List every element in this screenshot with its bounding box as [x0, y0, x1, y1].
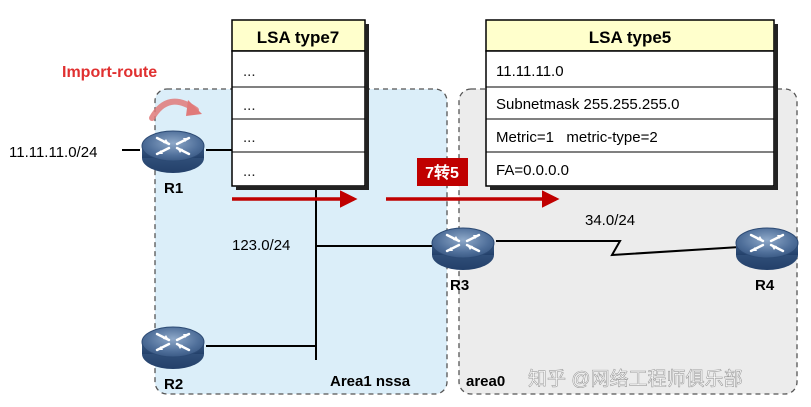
area1-label: Area1 nssa: [330, 373, 411, 390]
area0-label: area0: [466, 373, 505, 390]
lsa-type7-table: LSA type7 ... ... ... ...: [231, 19, 369, 190]
router-r1[interactable]: [140, 129, 206, 175]
router-r1-label: R1: [164, 180, 183, 197]
import-route-label: Import-route: [62, 64, 157, 81]
lsa-type5-table: LSA type5 11.11.11.0 Subnetmask 255.255.…: [485, 19, 778, 190]
lsa-type7-row: ...: [243, 129, 256, 146]
network-links: [122, 149, 741, 360]
lsa-type5-row: 11.11.11.0: [496, 63, 564, 80]
area1-segment-label: 123.0/24: [232, 237, 290, 254]
lsa-type5-row: Subnetmask 255.255.255.0: [496, 96, 679, 113]
external-network-label: 11.11.11.0/24: [9, 144, 97, 161]
translate-badge-label: 7转5: [425, 163, 459, 182]
lsa-type7-row: ...: [243, 63, 256, 80]
lsa-type7-row: ...: [243, 97, 256, 114]
translate-badge: [417, 158, 468, 186]
router-r2-label: R2: [164, 376, 183, 393]
watermark: 知乎 @网络工程师俱乐部: [528, 368, 743, 390]
router-r3-label: R3: [450, 277, 469, 294]
lsa-type5-title: LSA type5: [589, 28, 672, 47]
lsa-type5-row: Metric=1 metric-type=2: [496, 129, 658, 146]
lsa-type7-title: LSA type7: [257, 28, 340, 47]
backbone-link-label: 34.0/24: [585, 212, 635, 229]
lsa-type5-row: FA=0.0.0.0: [496, 162, 569, 179]
router-r4-label: R4: [755, 277, 775, 294]
lsa-type7-row: ...: [243, 163, 256, 180]
router-r4[interactable]: [734, 226, 800, 272]
import-route-arrowhead: [186, 100, 202, 116]
router-r2[interactable]: [140, 325, 206, 371]
r3-r4-link: [496, 240, 741, 257]
router-r3[interactable]: [430, 226, 496, 272]
